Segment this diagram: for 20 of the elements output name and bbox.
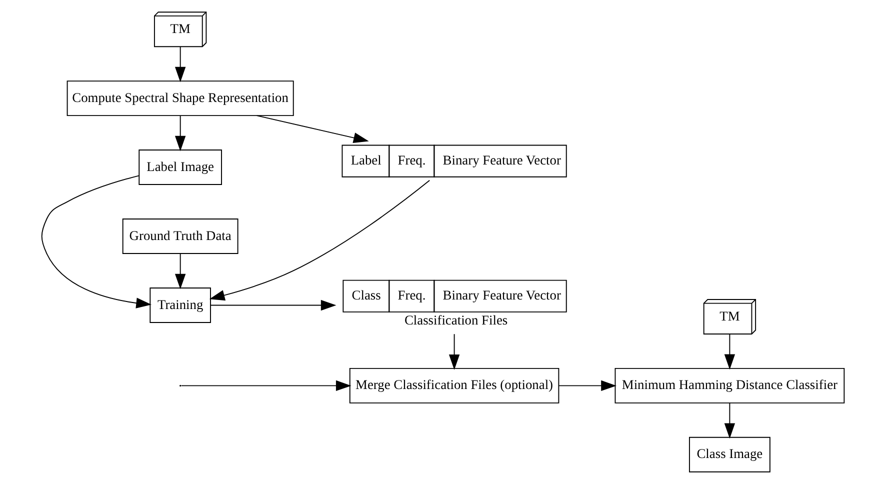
arrow [724,334,736,370]
arrow [174,253,186,290]
node-box: Class Image [688,436,770,472]
arrow [174,115,186,152]
node-label: Classification Files [404,312,508,328]
node-box: Ground Truth Data [122,218,238,254]
arrow [558,380,616,392]
node-box: Label Image [138,150,222,185]
node-box: Compute Spectral Shape Representation [66,80,294,116]
arrow [174,46,186,82]
arrow [210,300,336,311]
arrow [724,402,736,439]
arrow [256,115,369,144]
arrow [180,380,352,392]
arrow [209,180,430,301]
node-box: Training [150,288,211,323]
arrow [41,175,152,308]
arrow [448,334,460,370]
node-box: Merge Classification Files (optional) [349,368,560,404]
node-box: Minimum Hamming Distance Classifier [614,368,845,404]
